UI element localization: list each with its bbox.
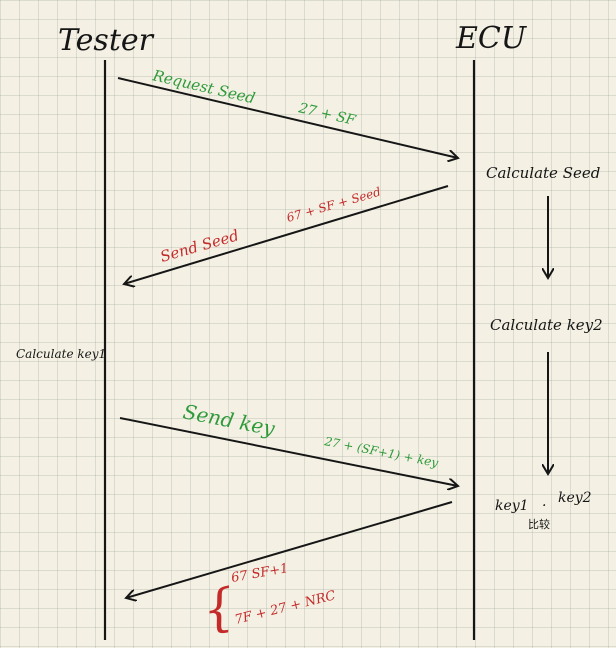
compare-word: 比较 — [528, 517, 550, 531]
send-key-arrow — [119, 417, 458, 486]
send-key-code: 27 + (SF+1) + key — [322, 434, 439, 470]
compare-key1: key1 — [495, 498, 529, 514]
send-seed-code: 67 + SF + Seed — [285, 185, 383, 225]
ecu-calc-seed-note: Calculate Seed — [486, 164, 600, 182]
ecu-calc-key-note: Calculate key2 — [490, 316, 603, 334]
send-seed-label: Send Seed — [158, 226, 241, 266]
response-negative: 7F + 27 + NRC — [233, 588, 337, 628]
compare-separator: . — [542, 494, 546, 510]
ecu-title: ECU — [455, 21, 528, 56]
compare-key2: key2 — [558, 490, 592, 506]
request-seed-code: 27 + SF — [296, 100, 358, 129]
tester-calc-key-note: Calculate key1 — [16, 347, 106, 361]
send-seed-arrow — [124, 185, 449, 284]
send-key-label: Send key — [181, 399, 277, 440]
request-seed-label: Request Seed — [150, 66, 257, 107]
tester-title: Tester — [58, 23, 155, 58]
response-arrow — [126, 501, 453, 598]
response-brace: { — [198, 577, 239, 640]
request-seed-arrow — [117, 77, 458, 158]
